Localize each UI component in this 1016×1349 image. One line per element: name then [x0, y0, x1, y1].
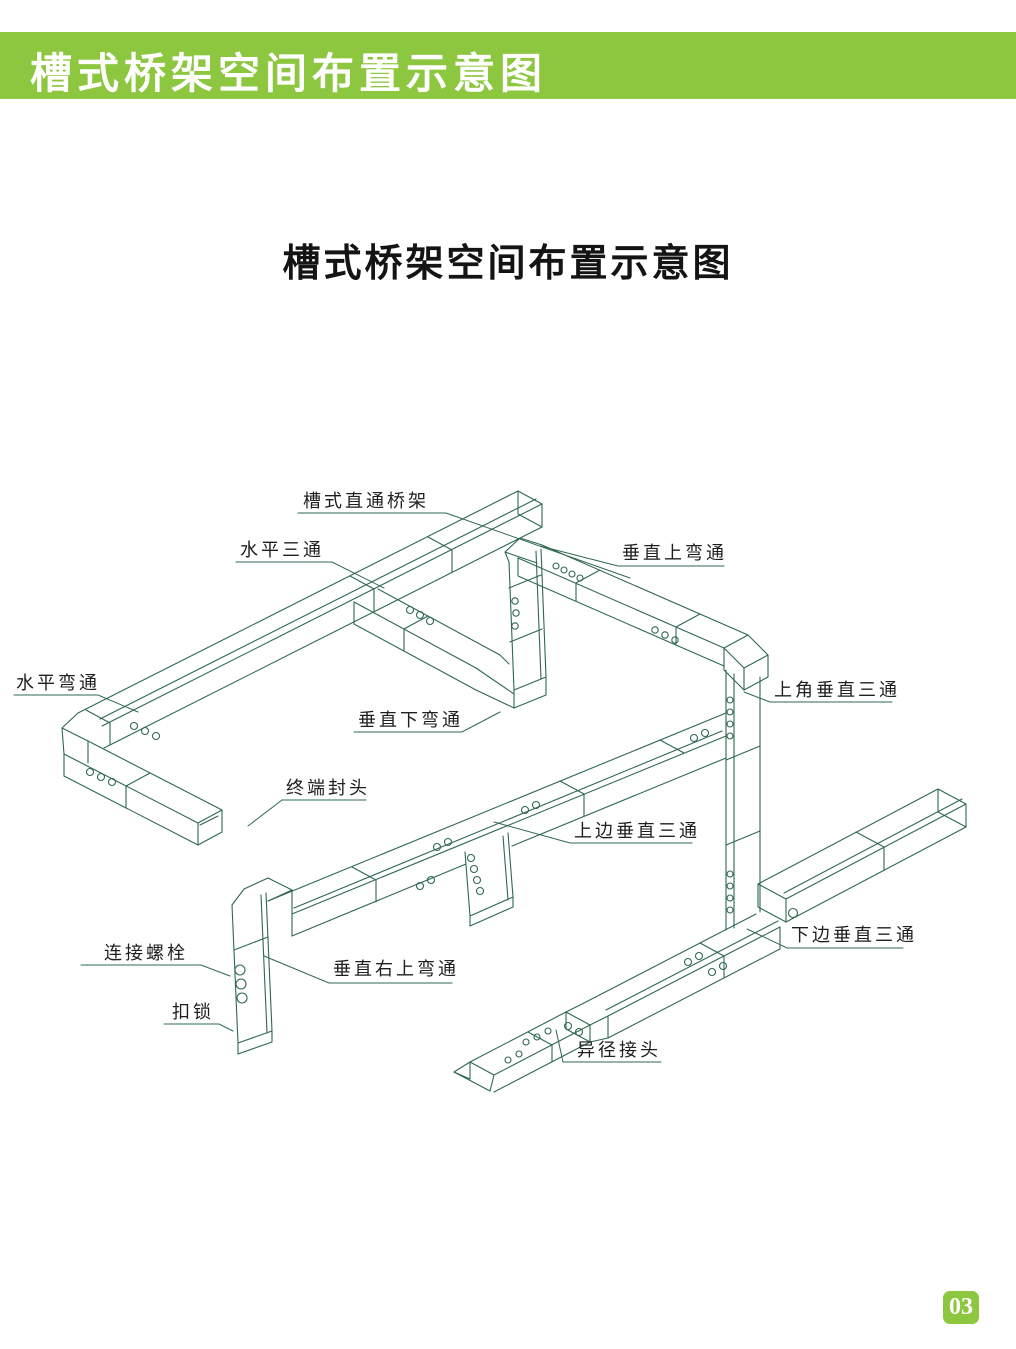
tray-drawing	[61, 490, 967, 1093]
label-top-edge-vertical-tee: 上边垂直三通	[574, 821, 700, 841]
label-horizontal-bend: 水平弯通	[16, 673, 100, 693]
label-straight-tray: 槽式直通桥架	[303, 491, 429, 511]
label-vertical-right-up-bend: 垂直右上弯通	[333, 959, 459, 979]
page-title: 槽式桥架空间布置示意图	[282, 243, 734, 285]
label-vertical-down-bend: 垂直下弯通	[358, 710, 463, 730]
page-number-badge: 03	[943, 1291, 979, 1324]
leader-lines	[13, 512, 904, 1063]
label-top-corner-vertical-tee: 上角垂直三通	[774, 680, 900, 700]
label-bottom-edge-vertical-tee: 下边垂直三通	[791, 925, 917, 945]
label-end-cap: 终端封头	[286, 778, 370, 798]
label-connecting-bolt: 连接螺栓	[104, 943, 188, 963]
label-vertical-up-bend: 垂直上弯通	[622, 543, 727, 563]
header-bar: 槽式桥架空间布置示意图	[0, 32, 1016, 99]
label-reducer-joint: 异径接头	[577, 1040, 661, 1060]
label-horizontal-tee: 水平三通	[240, 540, 324, 560]
label-lock: 扣锁	[172, 1002, 214, 1022]
header-title: 槽式桥架空间布置示意图	[30, 50, 548, 97]
